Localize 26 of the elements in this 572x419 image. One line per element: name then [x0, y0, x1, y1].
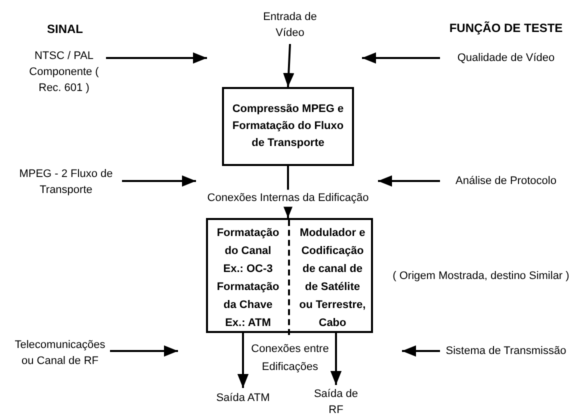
node-text: Entrada de Vídeo [262, 10, 318, 41]
column-heading: FUNÇÃO DE TESTE [448, 20, 564, 37]
node-text: Análise de Protocolo [456, 174, 556, 189]
arrow [110, 345, 178, 357]
arrow [378, 175, 440, 187]
node-text: Formatação do Canal Ex.: OC-3 Formatação da Chave Ex.: ATM [216, 226, 280, 330]
note-text: ( Origem Mostrada, destino Similar ) [392, 269, 570, 284]
node-text: MPEG - 2 Fluxo de Transporte [18, 167, 114, 198]
arrow [122, 175, 196, 187]
arrow [283, 44, 294, 88]
arrow [106, 52, 207, 64]
arrow [362, 52, 440, 64]
arrow [237, 333, 249, 388]
node-text: Telecomunicações ou Canal de RF [14, 338, 106, 369]
node-text: NTSC / PAL Componente ( Rec. 601 ) [28, 49, 100, 96]
process-box [206, 218, 373, 333]
arrow [402, 345, 440, 357]
node-text: Saída de RF [312, 387, 360, 418]
connection-label: Conexões entre Edificações [250, 342, 330, 375]
node-text: Modulador e Codificação de canal de de Satélite ou Terrestre, Cabo [298, 226, 367, 330]
process-box: Compressão MPEG e Formatação do Fluxo de Transporte [222, 87, 354, 166]
arrow [330, 333, 342, 385]
column-heading: SINAL [46, 21, 84, 38]
node-text: Qualidade de Vídeo [457, 51, 555, 66]
node-text: Saída ATM [216, 391, 270, 406]
node-text: Sistema de Transmissão [446, 344, 566, 359]
